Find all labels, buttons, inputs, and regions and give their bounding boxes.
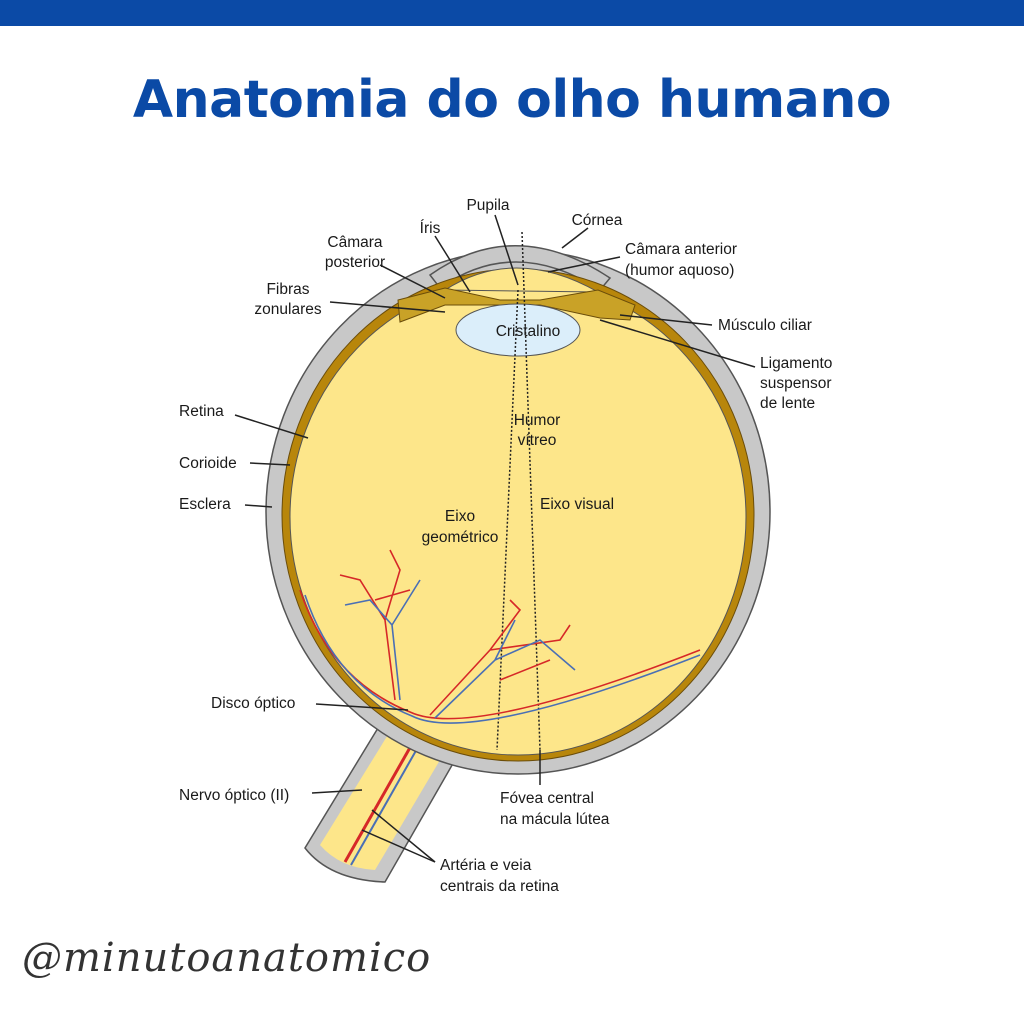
label-fibras-2: zonulares [254,301,321,318]
leader-lines [234,214,756,863]
label-fibras-1: Fibras [266,281,309,298]
label-retina: Retina [179,403,224,420]
label-esclera: Esclera [179,496,231,513]
page-title: Anatomia do olho humano [132,70,892,130]
label-corioide: Corioide [179,455,237,472]
label-cornea: Córnea [572,212,623,229]
social-handle: @minutoanatomico [22,935,432,981]
label-camara-anterior-1: Câmara anterior [625,241,737,258]
label-humor-1: Humor [514,412,561,429]
label-eixo-visual: Eixo visual [540,496,614,513]
label-musculo-ciliar: Músculo ciliar [718,317,812,334]
label-camara-anterior-2: (humor aquoso) [625,262,734,279]
label-cristalino: Cristalino [496,323,561,340]
label-eixo-geo-2: geométrico [422,529,499,546]
label-arteria-2: centrais da retina [440,878,559,895]
label-arteria-1: Artéria e veia [440,857,532,874]
label-camara-posterior-1: Câmara [327,234,383,251]
geometric-axis [496,289,519,751]
label-ligamento-2: suspensor [760,375,832,392]
cornea [428,245,612,291]
label-eixo-geo-1: Eixo [445,508,475,525]
label-fovea-1: Fóvea central [500,790,594,807]
retinal-vessels [299,549,701,724]
top-banner [0,0,1024,26]
label-nervo-optico: Nervo óptico (II) [179,787,289,804]
label-camara-posterior-2: posterior [325,254,385,271]
label-pupila: Pupila [466,197,509,214]
label-humor-2: vítreo [518,432,557,449]
label-ligamento-1: Ligamento [760,355,832,372]
label-ligamento-3: de lente [760,395,815,412]
label-disco-optico: Disco óptico [211,695,295,712]
label-iris: Íris [420,220,441,237]
label-fovea-2: na mácula lútea [500,811,610,828]
